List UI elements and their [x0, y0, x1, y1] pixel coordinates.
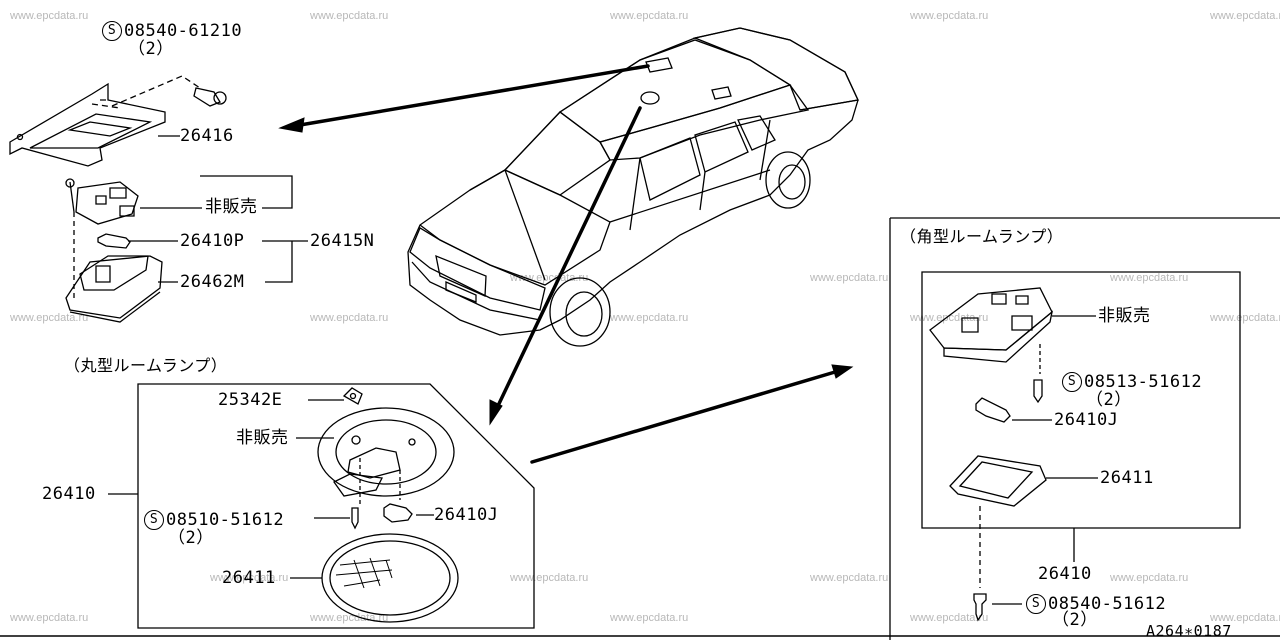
bracket-26415N	[200, 176, 308, 282]
watermark: www.epcdata.ru	[1110, 572, 1189, 584]
qty-bolt-top: （2）	[128, 39, 174, 59]
roof-lamp-round-marker	[641, 92, 659, 104]
qty-screw-bottom: （2）	[1052, 610, 1098, 630]
standard-part-symbol: S	[1026, 594, 1046, 614]
square-lamp-frame	[890, 218, 1280, 640]
watermark: www.epcdata.ru	[1110, 272, 1189, 284]
watermark: www.epcdata.ru	[10, 312, 89, 324]
standard-part-symbol: S	[102, 21, 122, 41]
watermark: www.epcdata.ru	[910, 612, 989, 624]
watermark: www.epcdata.ru	[310, 612, 389, 624]
qty-screw-round: （2）	[168, 528, 214, 548]
watermark: www.epcdata.ru	[1210, 612, 1280, 624]
qty-screw-square: （2）	[1086, 390, 1132, 410]
part-label-lens-square: 26411	[1100, 468, 1154, 488]
part-label-grommet: 25342E	[218, 390, 283, 410]
part-label-bulb-top: 26410P	[180, 231, 245, 251]
roof-lamp-rect-marker	[646, 58, 672, 72]
not-sold-label-top: 非販売	[205, 197, 258, 217]
watermark: www.epcdata.ru	[310, 312, 389, 324]
diagram-code: A264∗0187	[1146, 622, 1232, 640]
not-sold-label-round: 非販売	[236, 428, 289, 448]
square-lamp-drawing	[930, 288, 1052, 620]
standard-part-symbol: S	[144, 510, 164, 530]
standard-part-symbol: S	[1062, 372, 1082, 392]
square-lamp-title: （角型ルームランプ）	[900, 227, 1064, 246]
map-lamp-drawing	[66, 179, 162, 322]
round-lamp-drawing	[318, 388, 458, 622]
part-label-bracket: 26416	[180, 126, 234, 146]
not-sold-label-square: 非販売	[1098, 306, 1151, 326]
watermark: www.epcdata.ru	[10, 10, 89, 22]
car-illustration	[408, 28, 858, 346]
watermark: www.epcdata.ru	[810, 572, 889, 584]
part-label-lens-round: 26411	[222, 568, 276, 588]
round-lamp-title: （丸型ルームランプ）	[64, 356, 228, 375]
watermark: www.epcdata.ru	[510, 572, 589, 584]
square-lamp-inner-frame	[922, 272, 1240, 528]
watermark: www.epcdata.ru	[910, 10, 989, 22]
watermark: www.epcdata.ru	[810, 272, 889, 284]
watermark: www.epcdata.ru	[1210, 10, 1280, 22]
watermark: www.epcdata.ru	[910, 312, 989, 324]
pointer-arrows	[280, 66, 852, 462]
watermark: www.epcdata.ru	[610, 612, 689, 624]
watermark: www.epcdata.ru	[610, 10, 689, 22]
watermark: www.epcdata.ru	[210, 572, 289, 584]
part-label-square-lamp-assembly: 26410	[1038, 564, 1092, 584]
watermark: www.epcdata.ru	[10, 612, 89, 624]
part-label-bulb-round: 26410J	[434, 505, 499, 525]
watermark: www.epcdata.ru	[610, 312, 689, 324]
bracket-drawing	[10, 76, 226, 166]
part-label-round-lamp-assembly: 26410	[42, 484, 96, 504]
part-label-bulb-square: 26410J	[1054, 410, 1119, 430]
part-label-lamp-assembly-top: 26415N	[310, 231, 375, 251]
part-label-map-lamp: 26462M	[180, 272, 245, 292]
watermark: www.epcdata.ru	[1210, 312, 1280, 324]
round-lamp-frame	[138, 384, 534, 628]
watermark: www.epcdata.ru	[310, 10, 389, 22]
